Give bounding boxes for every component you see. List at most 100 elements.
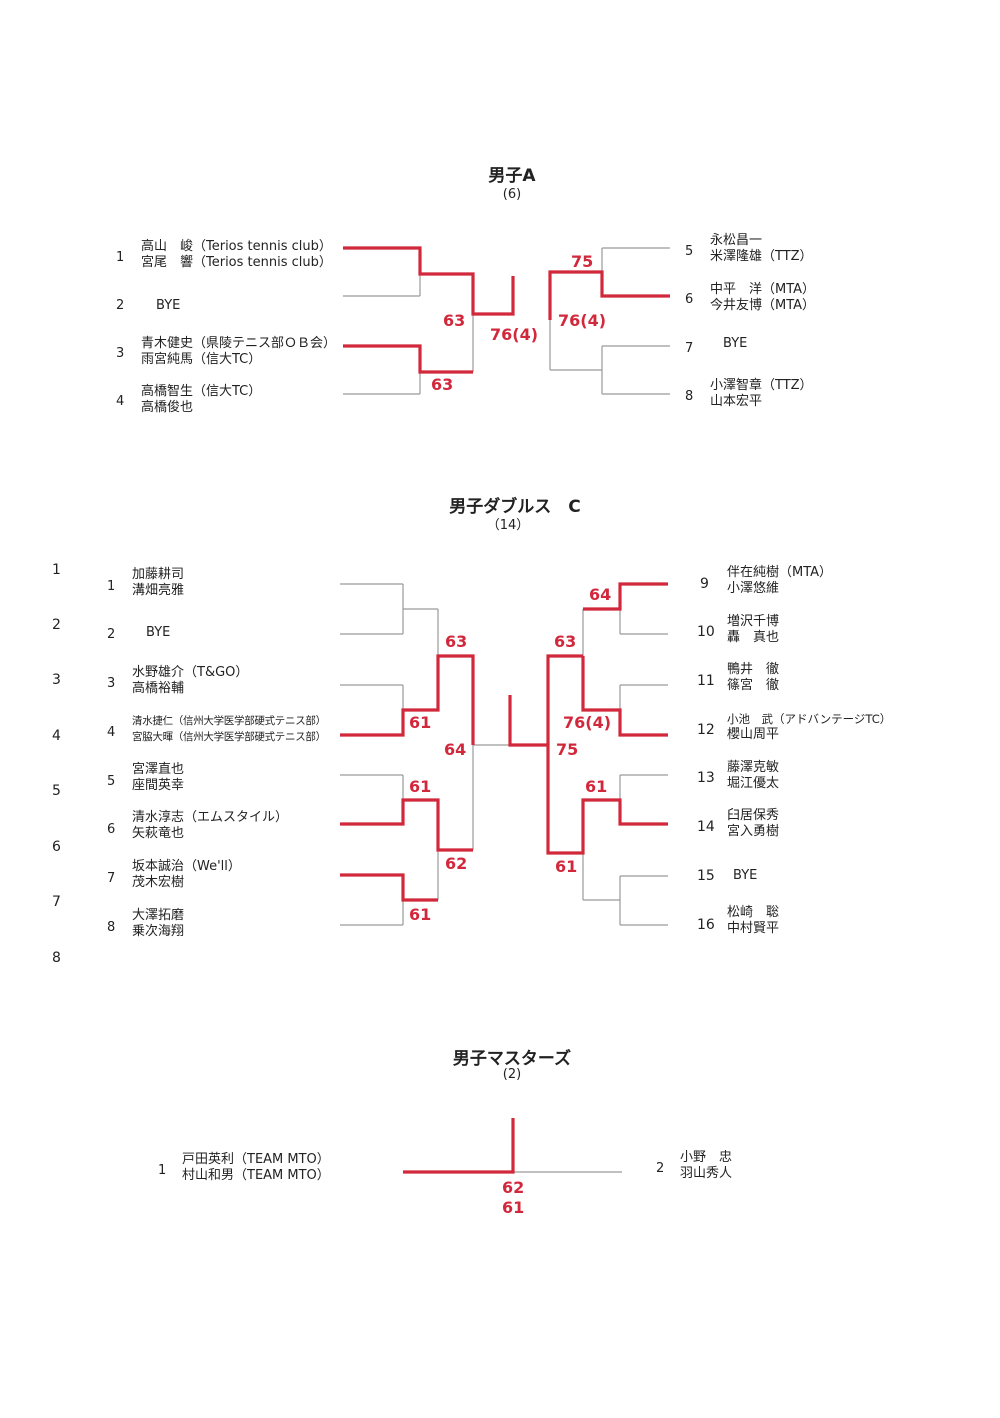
entry-name: 宮脇大暉（信州大学医学部硬式テニス部）: [132, 731, 326, 743]
entry-name: 村山和男（TEAM MTO）: [182, 1168, 330, 1183]
margin-number: 1: [52, 562, 61, 578]
match-score: 61: [409, 905, 432, 924]
entry-seed: 3: [107, 676, 116, 691]
entry-seed: 1: [158, 1163, 167, 1178]
entry-seed: 10: [697, 624, 715, 640]
entry-name: 伴在純樹（MTA）: [727, 565, 833, 580]
entry-seed: 14: [697, 819, 715, 835]
entry-seed: 16: [697, 917, 715, 933]
match-score: 63: [443, 311, 466, 330]
match-score: 75: [571, 252, 594, 271]
entry-name: 溝畑亮雅: [132, 583, 185, 598]
entry-name: 臼居保秀: [727, 808, 780, 823]
entry-name: 轟 真也: [727, 630, 780, 645]
entry-name: 増沢千博: [727, 614, 780, 629]
match-score: 76(4): [563, 713, 612, 732]
entry-name: 高橋俊也: [141, 400, 194, 415]
entry-seed: 5: [107, 774, 116, 789]
match-score: 63: [445, 632, 468, 651]
margin-number: 8: [52, 950, 61, 966]
entry-seed: 1: [116, 250, 125, 265]
margin-number: 5: [52, 783, 61, 799]
match-score: 64: [444, 740, 467, 759]
entry-seed: 4: [116, 394, 125, 409]
entry-name: 矢萩竜也: [132, 826, 185, 841]
entry-seed: 8: [685, 389, 694, 404]
entry-name: 永松昌一: [710, 233, 763, 248]
entry-seed: 11: [697, 673, 715, 689]
entry-name: 青木健史（県陵テニス部ＯＢ会）: [141, 336, 337, 351]
entry-seed: 4: [107, 725, 116, 740]
match-score: 76(4): [490, 325, 539, 344]
entry-seed: 13: [697, 770, 715, 786]
entry-name: 藤澤克敏: [727, 760, 780, 775]
entry-name: 戸田英利（TEAM MTO）: [182, 1152, 330, 1167]
entry-seed: 9: [700, 576, 709, 592]
entry-name: 羽山秀人: [680, 1166, 733, 1181]
entry-name: 小澤智章（TTZ）: [710, 378, 813, 393]
entry-name: 清水淳志（エムスタイル）: [132, 810, 289, 825]
entry-seed: 5: [685, 244, 694, 259]
entry-seed: 7: [685, 341, 694, 356]
match-score: 61: [502, 1198, 525, 1217]
entry-name: 雨宮純馬（信大TC）: [141, 352, 262, 367]
entry-name: 清水捷仁（信州大学医学部硬式テニス部）: [132, 715, 326, 727]
match-score: 62: [502, 1178, 525, 1197]
margin-number: 7: [52, 894, 61, 910]
entry-name: 座間英幸: [132, 778, 185, 793]
margin-number: 6: [52, 839, 61, 855]
entry-name: 坂本誠治（We'll）: [132, 859, 241, 874]
entry-name: 鴨井 徹: [727, 662, 780, 677]
entry-name: 小澤悠維: [727, 581, 780, 596]
entry-name: 櫻山周平: [727, 727, 780, 742]
entry-name: 米澤隆雄（TTZ）: [710, 249, 813, 264]
match-score: 63: [554, 632, 577, 651]
entry-seed: 2: [656, 1161, 665, 1176]
entry-name: 堀江優太: [727, 776, 780, 791]
entry-name: BYE: [146, 625, 171, 640]
section-masters-count: (2): [502, 1067, 522, 1082]
entry-name: 加藤耕司: [132, 567, 185, 582]
entry-seed: 2: [107, 627, 116, 642]
entry-seed: 15: [697, 868, 715, 884]
margin-number: 4: [52, 728, 61, 744]
section-a-count: (6): [502, 187, 522, 202]
entry-name: 小池 武（アドバンテージTC）: [727, 712, 892, 726]
section-c-count: （14）: [486, 518, 530, 533]
entry-seed: 2: [116, 298, 125, 313]
entry-seed: 6: [685, 292, 694, 307]
margin-number: 3: [52, 672, 61, 688]
match-score: 62: [445, 854, 468, 873]
entry-name: 小野 忠: [680, 1150, 733, 1165]
match-score: 75: [556, 740, 579, 759]
entry-seed: 3: [116, 346, 125, 361]
match-score: 61: [409, 713, 432, 732]
match-score: 64: [589, 585, 612, 604]
entry-name: 乗次海翔: [132, 924, 185, 939]
entry-seed: 7: [107, 871, 116, 886]
entry-name: 中平 洋（MTA）: [710, 282, 816, 297]
section-c-title: 男子ダブルス C: [449, 497, 581, 517]
entry-name: 高山 峻（Terios tennis club）: [141, 239, 332, 254]
entry-name: 高橋裕輔: [132, 681, 185, 696]
section-masters-title: 男子マスターズ: [452, 1049, 572, 1069]
entry-seed: 1: [107, 579, 116, 594]
match-score: 63: [431, 375, 454, 394]
entry-seed: 8: [107, 920, 116, 935]
entry-name: BYE: [156, 298, 181, 313]
entry-name: 大澤拓磨: [132, 908, 185, 923]
entry-name: 茂木宏樹: [132, 875, 185, 890]
entry-seed: 12: [697, 722, 715, 738]
section-a-title: 男子A: [488, 166, 536, 186]
entry-name: BYE: [733, 868, 758, 883]
match-score: 76(4): [558, 311, 607, 330]
margin-number: 2: [52, 617, 61, 633]
match-score: 61: [585, 777, 608, 796]
entry-name: 今井友博（MTA）: [710, 298, 816, 313]
entry-name: 篠宮 徹: [727, 678, 780, 693]
entry-name: 宮尾 響（Terios tennis club）: [141, 255, 332, 270]
entry-name: BYE: [723, 336, 748, 351]
entry-seed: 6: [107, 822, 116, 837]
match-score: 61: [555, 857, 578, 876]
